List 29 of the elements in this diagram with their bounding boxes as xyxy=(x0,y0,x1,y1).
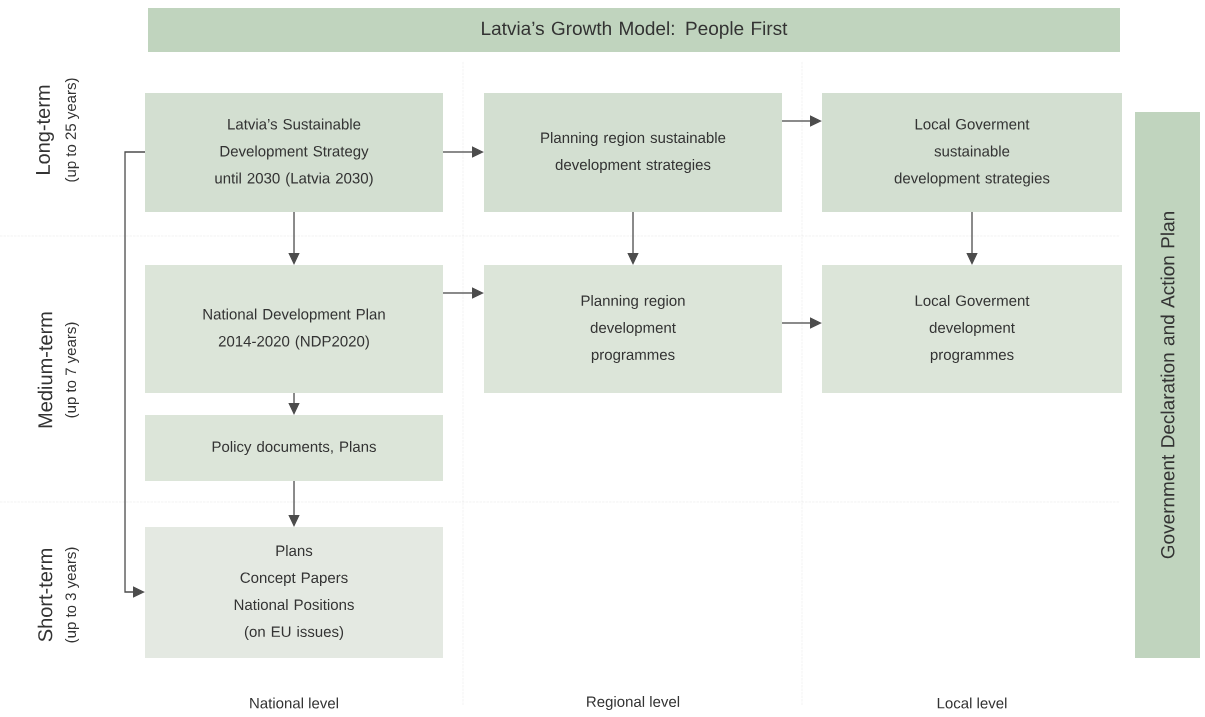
programme-box: Local Goverment development programmes xyxy=(822,265,1122,393)
arrow xyxy=(288,392,300,415)
column-label: Regional level xyxy=(587,696,680,710)
arrow xyxy=(288,480,300,527)
arrow xyxy=(442,287,484,299)
strategy-box: Latvia’s Sustainable Development Strategy until 2030 (Latvia 2030) xyxy=(145,93,443,212)
row-label: (up to 25 years) xyxy=(65,78,79,182)
plan-box: National Development Plan 2014-2020 (NDP2020) xyxy=(145,265,443,393)
title-banner: Latvia’s Growth Model: People First xyxy=(148,8,1120,52)
column-label: Local level xyxy=(937,697,1007,709)
document-box: Plans Concept Papers National Positions (on EU issues) xyxy=(145,527,443,658)
strategy-box: Planning region sustainable development strategies xyxy=(484,93,782,212)
arrow xyxy=(442,146,484,158)
row-label: (up to 3 years) xyxy=(65,547,79,643)
arrow xyxy=(781,115,822,127)
arrow xyxy=(781,317,822,329)
strategy-box: Local Goverment sustainable development strategies xyxy=(822,93,1122,212)
column-label: National level xyxy=(250,697,338,709)
arrow xyxy=(966,211,978,265)
row-label: Medium-term xyxy=(37,312,53,428)
arrow xyxy=(124,151,146,598)
row-label: Short-term xyxy=(37,549,53,642)
arrow xyxy=(288,211,300,265)
row-label: (up to 7 years) xyxy=(65,322,79,418)
programme-box: Planning region development programmes xyxy=(484,265,782,393)
row-label: Long-term xyxy=(36,85,54,174)
arrow xyxy=(627,211,639,265)
policy-box: Policy documents, Plans xyxy=(145,415,443,481)
side-banner: Government Declaration and Action Plan xyxy=(1135,112,1200,658)
